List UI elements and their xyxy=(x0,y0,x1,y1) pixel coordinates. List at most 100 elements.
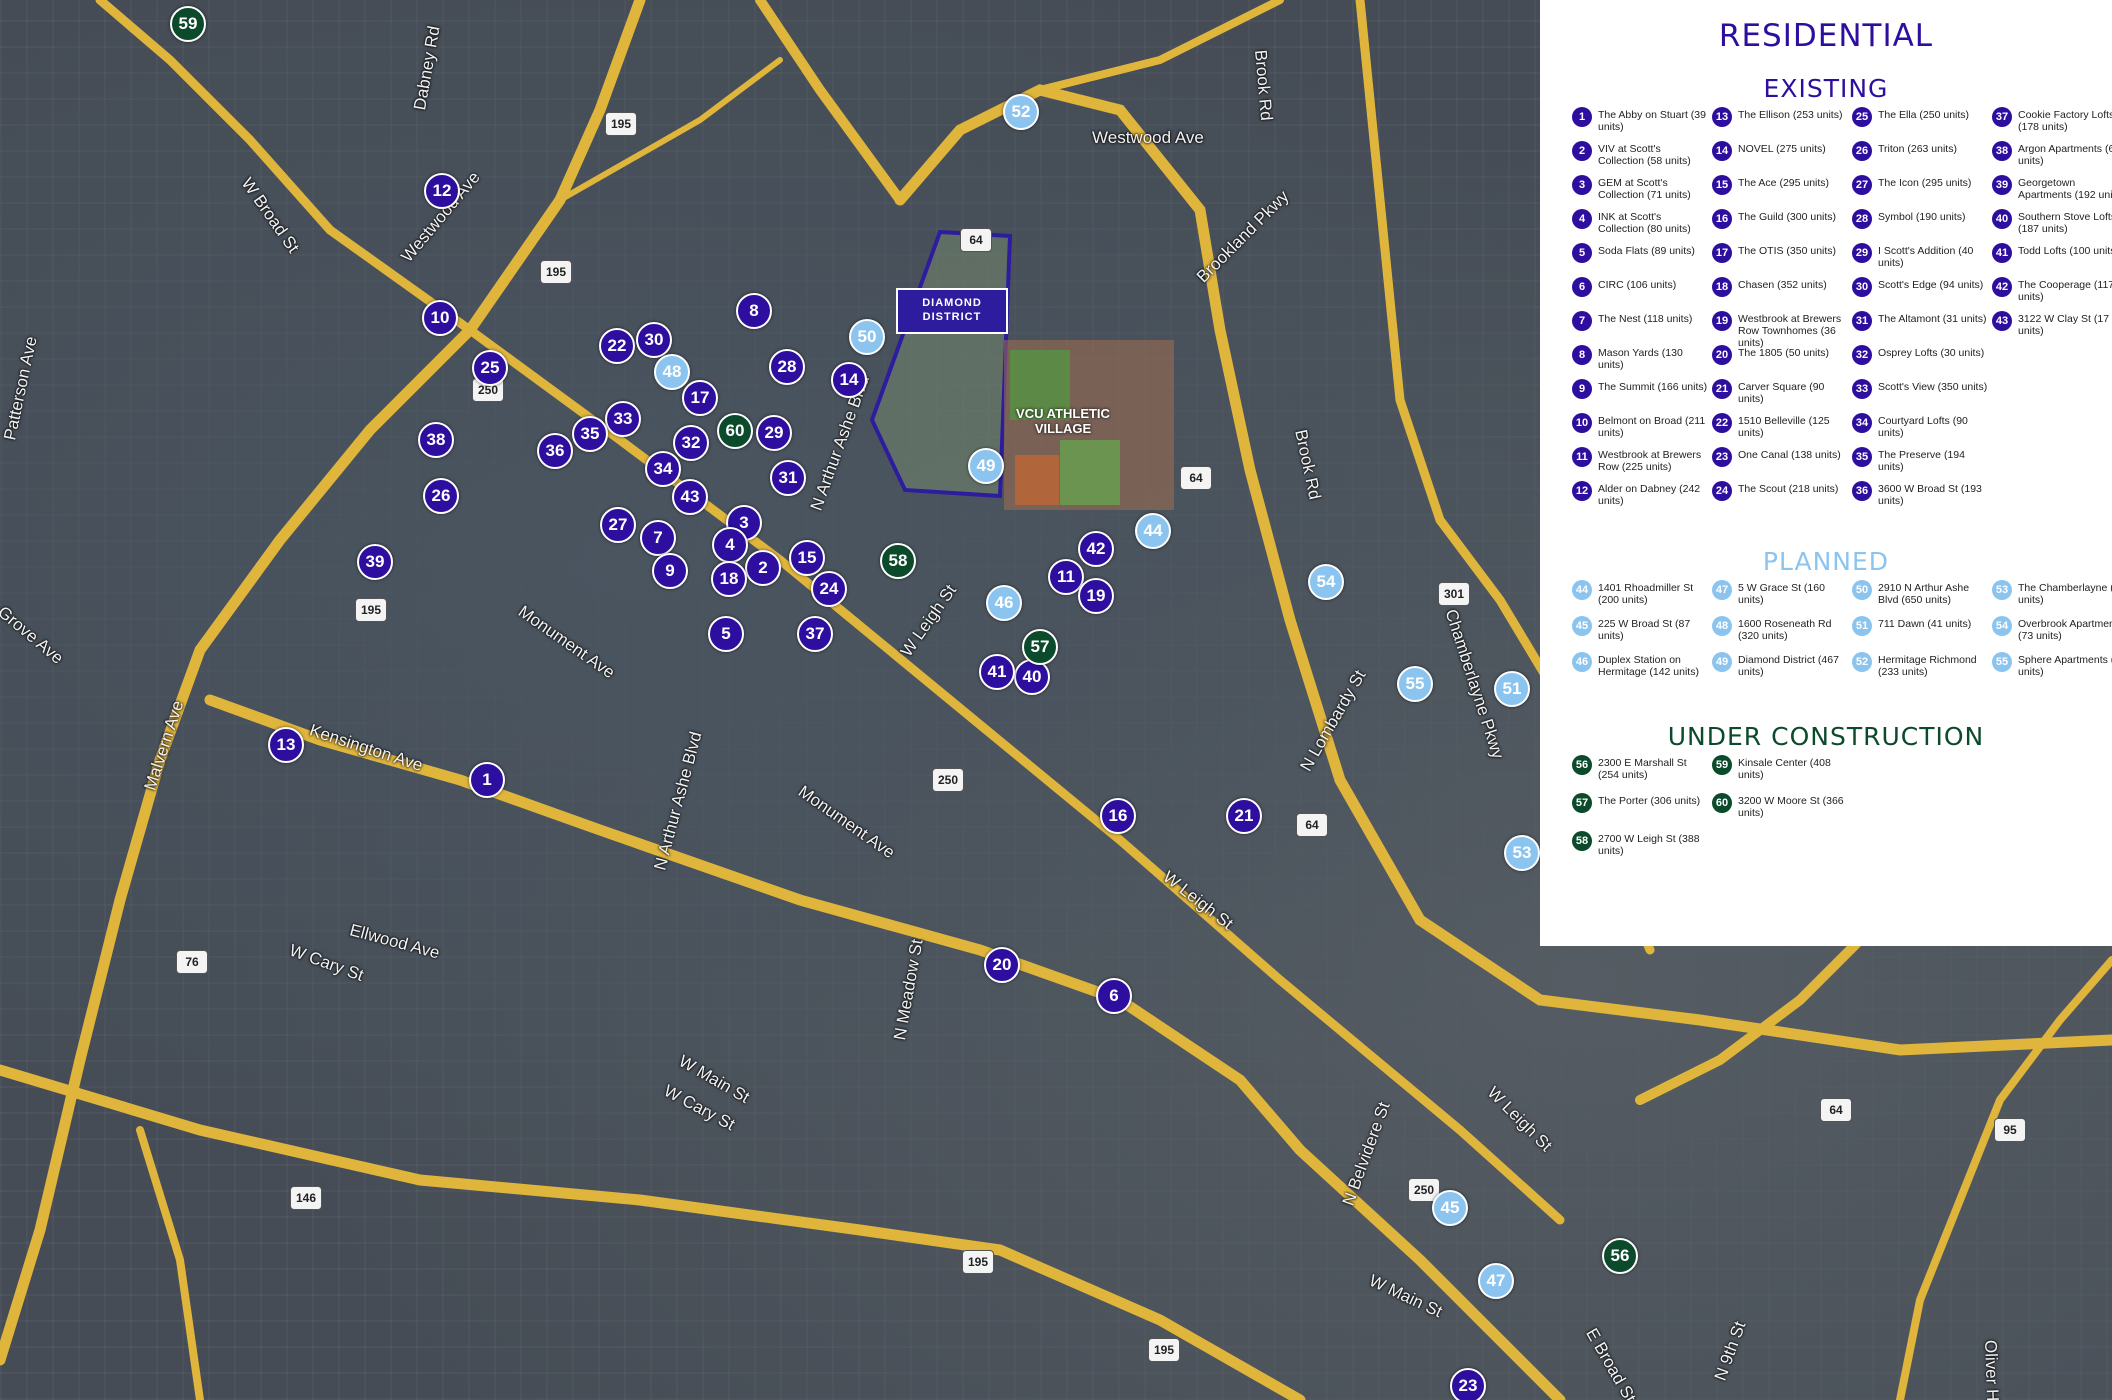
map-marker-45[interactable]: 45 xyxy=(1432,1190,1468,1226)
map-marker-4[interactable]: 4 xyxy=(712,527,748,563)
planned-heading: PLANNED xyxy=(1762,547,1890,576)
map-marker-34[interactable]: 34 xyxy=(645,451,681,487)
map-marker-60[interactable]: 60 xyxy=(717,413,753,449)
map-marker-6[interactable]: 6 xyxy=(1096,978,1132,1014)
legend-number-badge: 13 xyxy=(1712,107,1732,127)
map-marker-12[interactable]: 12 xyxy=(424,173,460,209)
map-marker-33[interactable]: 33 xyxy=(605,401,641,437)
map-marker-43[interactable]: 43 xyxy=(672,479,708,515)
legend-item-label: The Abby on Stuart (39 units) xyxy=(1598,109,1706,133)
legend-number-badge: 37 xyxy=(1992,107,2012,127)
legend-item-label: 2300 E Marshall St (254 units) xyxy=(1598,757,1687,781)
map-marker-9[interactable]: 9 xyxy=(652,553,688,589)
legend-item-label: Mason Yards (130 units) xyxy=(1598,347,1683,371)
map-marker-5[interactable]: 5 xyxy=(708,616,744,652)
map-marker-56[interactable]: 56 xyxy=(1602,1238,1638,1274)
map-marker-44[interactable]: 44 xyxy=(1135,513,1171,549)
legend-item-label: Southern Stove Lofts (187 units) xyxy=(2018,211,2112,235)
map-marker-59[interactable]: 59 xyxy=(170,6,206,42)
legend-item-label: One Canal (138 units) xyxy=(1738,449,1841,461)
legend-item-label: Westbrook at Brewers Row (225 units) xyxy=(1598,449,1702,473)
map-marker-28[interactable]: 28 xyxy=(769,349,805,385)
map-marker-20[interactable]: 20 xyxy=(984,947,1020,983)
map-marker-37[interactable]: 37 xyxy=(797,616,833,652)
map-marker-8[interactable]: 8 xyxy=(736,293,772,329)
map-marker-22[interactable]: 22 xyxy=(599,328,635,364)
map-marker-16[interactable]: 16 xyxy=(1100,798,1136,834)
map-marker-11[interactable]: 11 xyxy=(1048,559,1084,595)
map-marker-19[interactable]: 19 xyxy=(1078,578,1114,614)
map-marker-18[interactable]: 18 xyxy=(711,561,747,597)
diamond-district-label[interactable]: DIAMOND DISTRICT xyxy=(896,288,1008,334)
map-marker-14[interactable]: 14 xyxy=(831,362,867,398)
map-marker-52[interactable]: 52 xyxy=(1003,94,1039,130)
map-marker-31[interactable]: 31 xyxy=(770,460,806,496)
map-marker-15[interactable]: 15 xyxy=(789,540,825,576)
map-marker-24[interactable]: 24 xyxy=(811,571,847,607)
map-marker-27[interactable]: 27 xyxy=(600,507,636,543)
map-marker-32[interactable]: 32 xyxy=(673,425,709,461)
map-marker-53[interactable]: 53 xyxy=(1504,835,1540,871)
map-marker-30[interactable]: 30 xyxy=(636,322,672,358)
route-shield: 64 xyxy=(1296,813,1328,837)
legend-number-badge: 17 xyxy=(1712,243,1732,263)
legend-number-badge: 10 xyxy=(1572,413,1592,433)
map-marker-41[interactable]: 41 xyxy=(979,654,1015,690)
map-marker-49[interactable]: 49 xyxy=(968,448,1004,484)
map-marker-2[interactable]: 2 xyxy=(745,550,781,586)
map-marker-13[interactable]: 13 xyxy=(268,727,304,763)
legend-number-badge: 45 xyxy=(1572,616,1592,636)
legend-number-badge: 32 xyxy=(1852,345,1872,365)
map-marker-17[interactable]: 17 xyxy=(682,380,718,416)
map-marker-40[interactable]: 40 xyxy=(1014,659,1050,695)
map-marker-23[interactable]: 23 xyxy=(1450,1368,1486,1400)
map-marker-47[interactable]: 47 xyxy=(1478,1263,1514,1299)
legend-number-badge: 56 xyxy=(1572,755,1592,775)
legend-item-label: The 1805 (50 units) xyxy=(1738,347,1830,359)
construction-heading: UNDER CONSTRUCTION xyxy=(1667,722,1985,751)
map-marker-39[interactable]: 39 xyxy=(357,544,393,580)
map-marker-38[interactable]: 38 xyxy=(418,422,454,458)
map-marker-54[interactable]: 54 xyxy=(1308,564,1344,600)
legend-item-label: Soda Flats (89 units) xyxy=(1598,245,1695,257)
route-shield: 64 xyxy=(960,228,992,252)
map-marker-46[interactable]: 46 xyxy=(986,585,1022,621)
map-marker-21[interactable]: 21 xyxy=(1226,798,1262,834)
legend-item-label: The Icon (295 units) xyxy=(1878,177,1972,189)
map-marker-55[interactable]: 55 xyxy=(1397,666,1433,702)
map-marker-58[interactable]: 58 xyxy=(880,543,916,579)
legend-item-label: Diamond District (467 units) xyxy=(1738,654,1839,678)
map-marker-51[interactable]: 51 xyxy=(1494,671,1530,707)
map-marker-10[interactable]: 10 xyxy=(422,300,458,336)
map-marker-42[interactable]: 42 xyxy=(1078,531,1114,567)
legend-number-badge: 60 xyxy=(1712,793,1732,813)
map-marker-25[interactable]: 25 xyxy=(472,350,508,386)
map-marker-36[interactable]: 36 xyxy=(537,433,573,469)
map-marker-50[interactable]: 50 xyxy=(849,319,885,355)
map-marker-35[interactable]: 35 xyxy=(572,416,608,452)
map-marker-29[interactable]: 29 xyxy=(756,415,792,451)
map-marker-26[interactable]: 26 xyxy=(423,478,459,514)
map-marker-1[interactable]: 1 xyxy=(469,762,505,798)
legend-number-badge: 30 xyxy=(1852,277,1872,297)
map-marker-7[interactable]: 7 xyxy=(640,520,676,556)
map-marker-57[interactable]: 57 xyxy=(1022,629,1058,665)
legend-item-label: Kinsale Center (408 units) xyxy=(1738,757,1831,781)
map-marker-48[interactable]: 48 xyxy=(654,354,690,390)
